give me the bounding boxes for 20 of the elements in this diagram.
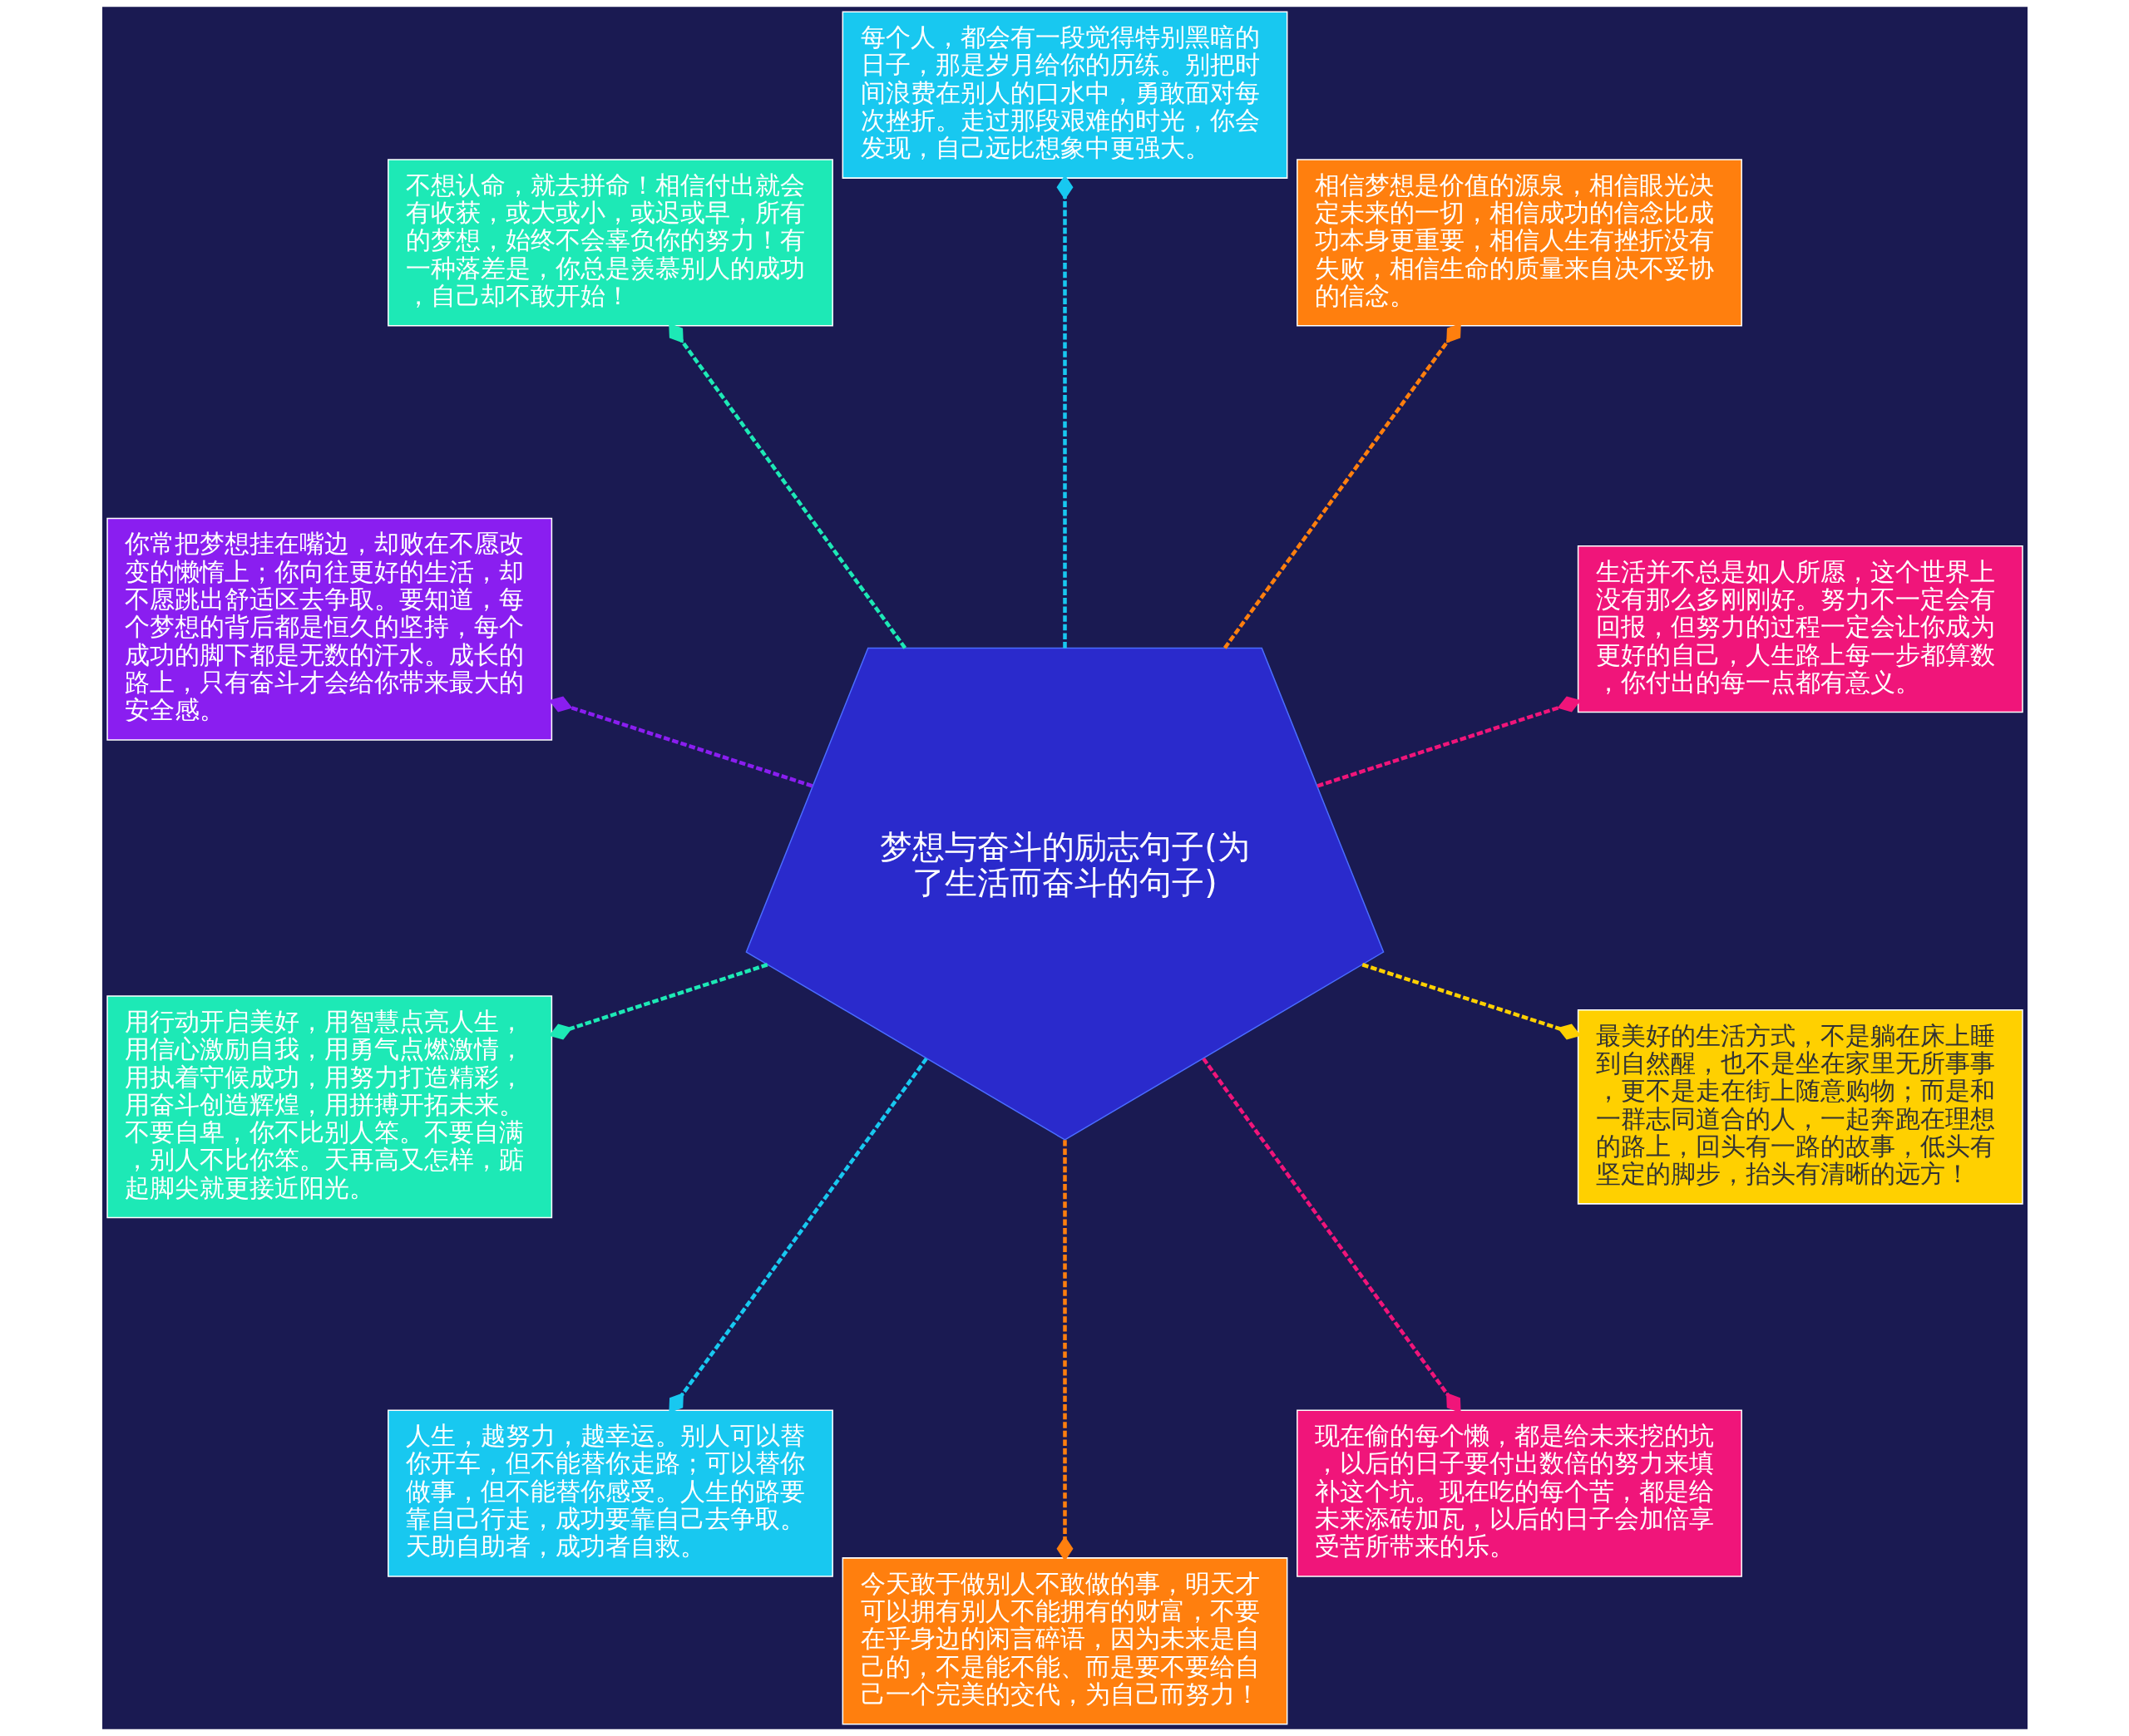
node-box: 现在偷的每个懒，都是给未来挖的坑，以后的日子要付出数倍的努力来填补这个坑。现在吃的每个苦，都是给未来添砖加瓦，以后的日子会加倍享受苦所带来的乐。: [1296, 1409, 1742, 1577]
connector: [1201, 1057, 1461, 1413]
connector: [668, 323, 906, 649]
connector: [668, 1057, 928, 1413]
node-box: 每个人，都会有一段觉得特别黑暗的日子，那是岁月给你的历练。别把时间浪费在别人的口水中，勇敢面对每次挫折。走过那段艰难的时光，你会发现，自己远比想象中更强大。: [842, 11, 1287, 179]
connector: [1056, 1140, 1073, 1561]
connector: [548, 696, 813, 788]
node-box: 人生，越努力，越幸运。别人可以替你开车，但不能替你走路；可以替你做事，但不能替你感受。人生的路要靠自己行走，成功要靠自己去争取。天助自助者，成功者自救。: [387, 1409, 833, 1577]
connector: [1316, 696, 1581, 788]
connector: [1361, 963, 1581, 1040]
node-box: 用行动开启美好，用智慧点亮人生，用信心激励自我，用勇气点燃激情，用执着守候成功，用努力打造精彩，用奋斗创造辉煌，用拼搏开拓未来。不要自卑，你不比别人笨。不要自满，别人不比你笨。天再高又怎样，踮起脚尖就更接近阳光。: [106, 995, 552, 1219]
node-box: 不想认命，就去拼命！相信付出就会有收获，或大或小，或迟或早，所有的梦想，始终不会辜负你的努力！有一种落差是，你总是羡慕别人的成功，自己却不敢开始！: [387, 159, 833, 327]
node-box: 最美好的生活方式，不是躺在床上睡到自然醒，也不是坐在家里无所事事，更不是走在街上随意购物；而是和一群志同道合的人，一起奔跑在理想的路上，回头有一路的故事，低头有坚定的脚步，抬头有清晰的远方！: [1577, 1009, 2023, 1205]
connector: [548, 963, 768, 1040]
node-box: 生活并不总是如人所愿，这个世界上没有那么多刚刚好。努力不一定会有回报，但努力的过程一定会让你成为更好的自己，人生路上每一步都算数，你付出的每一点都有意义。: [1577, 545, 2023, 713]
connector: [1056, 175, 1073, 649]
node-box: 相信梦想是价值的源泉，相信眼光决定未来的一切，相信成功的信念比成功本身更重要，相信人生有挫折没有失败，相信生命的质量来自决不妥协的信念。: [1296, 159, 1742, 327]
connector: [1223, 323, 1461, 649]
node-box: 你常把梦想挂在嘴边，却败在不愿改变的懒惰上；你向往更好的生活，却不愿跳出舒适区去争取。要知道，每个梦想的背后都是恒久的坚持，每个成功的脚下都是无数的汗水。成长的路上，只有奋斗才会给你带来最大的安全感。: [106, 517, 552, 741]
node-box: 今天敢于做别人不敢做的事，明天才可以拥有别人不能拥有的财富，不要在乎身边的闲言碎语，因为未来是自己的，不是能不能、而是要不要给自己一个完美的交代，为自己而努力！: [842, 1557, 1287, 1725]
